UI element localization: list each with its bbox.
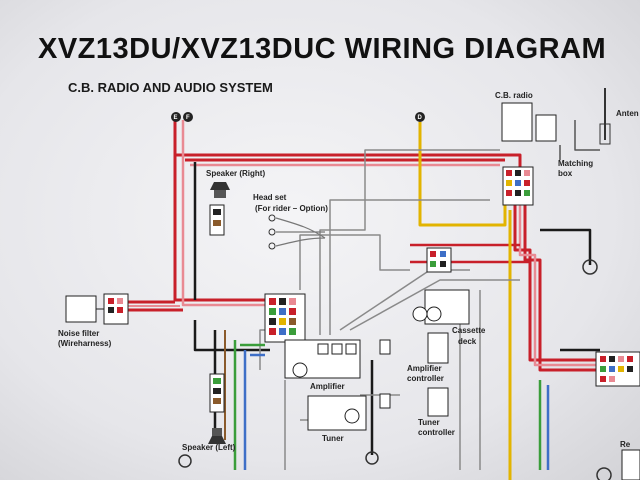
terminal-d: D bbox=[415, 112, 425, 122]
wire-grey-1 bbox=[299, 149, 500, 335]
diagram-subtitle: C.B. RADIO AND AUDIO SYSTEM bbox=[68, 80, 273, 95]
right-edge-label: Re bbox=[620, 440, 631, 449]
wire-green bbox=[233, 340, 542, 470]
head-set: Head set (For rider – Option) bbox=[253, 193, 328, 250]
wire-pink-trunk bbox=[518, 202, 600, 367]
connector-top-right bbox=[502, 166, 534, 206]
cb-radio: C.B. radio bbox=[495, 91, 533, 142]
noise-filter-label: Noise filter bbox=[58, 329, 99, 338]
cassette-deck-label: Cassette bbox=[452, 326, 486, 335]
matching-box-label: Matching bbox=[558, 159, 593, 168]
wire-red-left bbox=[120, 300, 183, 312]
antenna-label: Anten bbox=[616, 109, 639, 118]
diagram-title: XVZ13DU/XVZ13DUC WIRING DIAGRAM bbox=[38, 33, 606, 65]
terminal-e: E bbox=[171, 112, 181, 122]
connector-speaker-right bbox=[209, 204, 225, 236]
terminal-f: F bbox=[183, 112, 193, 122]
cassette-deck-label-2: deck bbox=[458, 337, 477, 346]
noise-filter: Noise filter (Wireharness) bbox=[58, 295, 112, 348]
wire-red-main bbox=[173, 120, 522, 302]
matching-box: Matching box bbox=[535, 114, 593, 178]
connector-left bbox=[103, 293, 129, 325]
wire-blue bbox=[243, 350, 550, 470]
wire-pink-main bbox=[181, 120, 500, 307]
tuner: Tuner bbox=[307, 395, 367, 443]
connector-center bbox=[264, 293, 306, 343]
head-set-label: Head set bbox=[253, 193, 287, 202]
connector-left-small bbox=[209, 373, 225, 413]
tuner-controller: Tuner controller bbox=[379, 387, 455, 437]
amplifier-label: Amplifier bbox=[310, 382, 345, 391]
wire-headset bbox=[275, 217, 326, 247]
amp-controller-label-2: controller bbox=[407, 374, 444, 383]
speaker-right-label: Speaker (Right) bbox=[206, 169, 265, 178]
amp-controller-label: Amplifier bbox=[407, 364, 442, 373]
tuner-label: Tuner bbox=[322, 434, 344, 443]
head-set-note: (For rider – Option) bbox=[255, 204, 328, 213]
ground-right: Re bbox=[582, 259, 640, 480]
tuner-controller-label: Tuner bbox=[418, 418, 440, 427]
wire-red-trunk bbox=[513, 200, 600, 372]
svg-text:E: E bbox=[174, 115, 178, 121]
speaker-right: Speaker (Right) bbox=[206, 169, 265, 198]
cassette-deck: Cassette deck bbox=[412, 289, 486, 346]
antenna: Anten bbox=[599, 88, 639, 145]
cb-radio-label: C.B. radio bbox=[495, 91, 533, 100]
wire-yellow bbox=[418, 122, 512, 480]
speaker-left: Speaker (Left) bbox=[178, 428, 379, 468]
noise-filter-note: (Wireharness) bbox=[58, 339, 112, 348]
amplifier: Amplifier bbox=[284, 339, 361, 391]
tuner-controller-label-2: controller bbox=[418, 428, 455, 437]
amplifier-controller: Amplifier controller bbox=[379, 332, 449, 383]
connector-mid bbox=[426, 247, 452, 273]
svg-text:F: F bbox=[186, 115, 190, 121]
wire-black-2 bbox=[370, 228, 600, 455]
svg-text:D: D bbox=[418, 115, 423, 121]
speaker-left-label: Speaker (Left) bbox=[182, 443, 236, 452]
connector-right-edge bbox=[595, 351, 640, 387]
matching-box-label-2: box bbox=[558, 169, 573, 178]
